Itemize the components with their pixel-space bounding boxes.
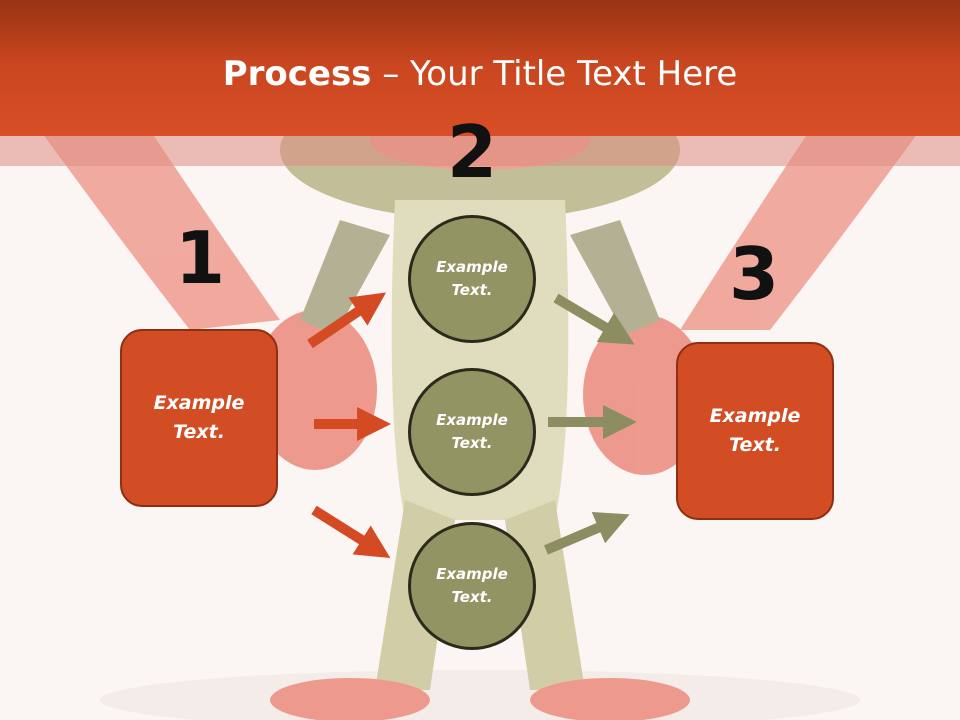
process-circle-3[interactable]: Example Text.	[408, 522, 536, 650]
slide-title[interactable]: Process – Your Title Text Here	[0, 50, 960, 98]
process-circle-1[interactable]: Example Text.	[408, 215, 536, 343]
right-process-box[interactable]: Example Text.	[676, 342, 834, 520]
left-process-box[interactable]: Example Text.	[120, 329, 278, 507]
arrow-left-to-circle-3	[311, 505, 391, 559]
right-box-line2: Text.	[729, 434, 781, 456]
title-bar	[0, 0, 960, 136]
step-number-3: 3	[728, 232, 780, 316]
circle-1-line1: Example	[436, 258, 508, 276]
circle-2-line2: Text.	[451, 434, 493, 452]
title-rest: – Your Title Text Here	[371, 54, 738, 94]
right-box-line1: Example	[709, 405, 801, 427]
circle-2-line1: Example	[436, 411, 508, 429]
circle-3-line2: Text.	[451, 588, 493, 606]
arrow-left-to-circle-1	[307, 292, 387, 349]
step-number-1: 1	[174, 216, 226, 300]
step-number-2: 2	[446, 110, 498, 194]
arrow-circle-1-to-right	[553, 293, 635, 345]
left-box-line2: Text.	[173, 421, 225, 443]
arrow-circle-3-to-right	[544, 512, 630, 555]
title-bar-band	[0, 136, 960, 166]
circle-3-line1: Example	[436, 565, 508, 583]
title-bold: Process	[222, 54, 372, 94]
process-circle-2[interactable]: Example Text.	[408, 368, 536, 496]
circle-1-line2: Text.	[451, 281, 493, 299]
left-box-line1: Example	[153, 392, 245, 414]
